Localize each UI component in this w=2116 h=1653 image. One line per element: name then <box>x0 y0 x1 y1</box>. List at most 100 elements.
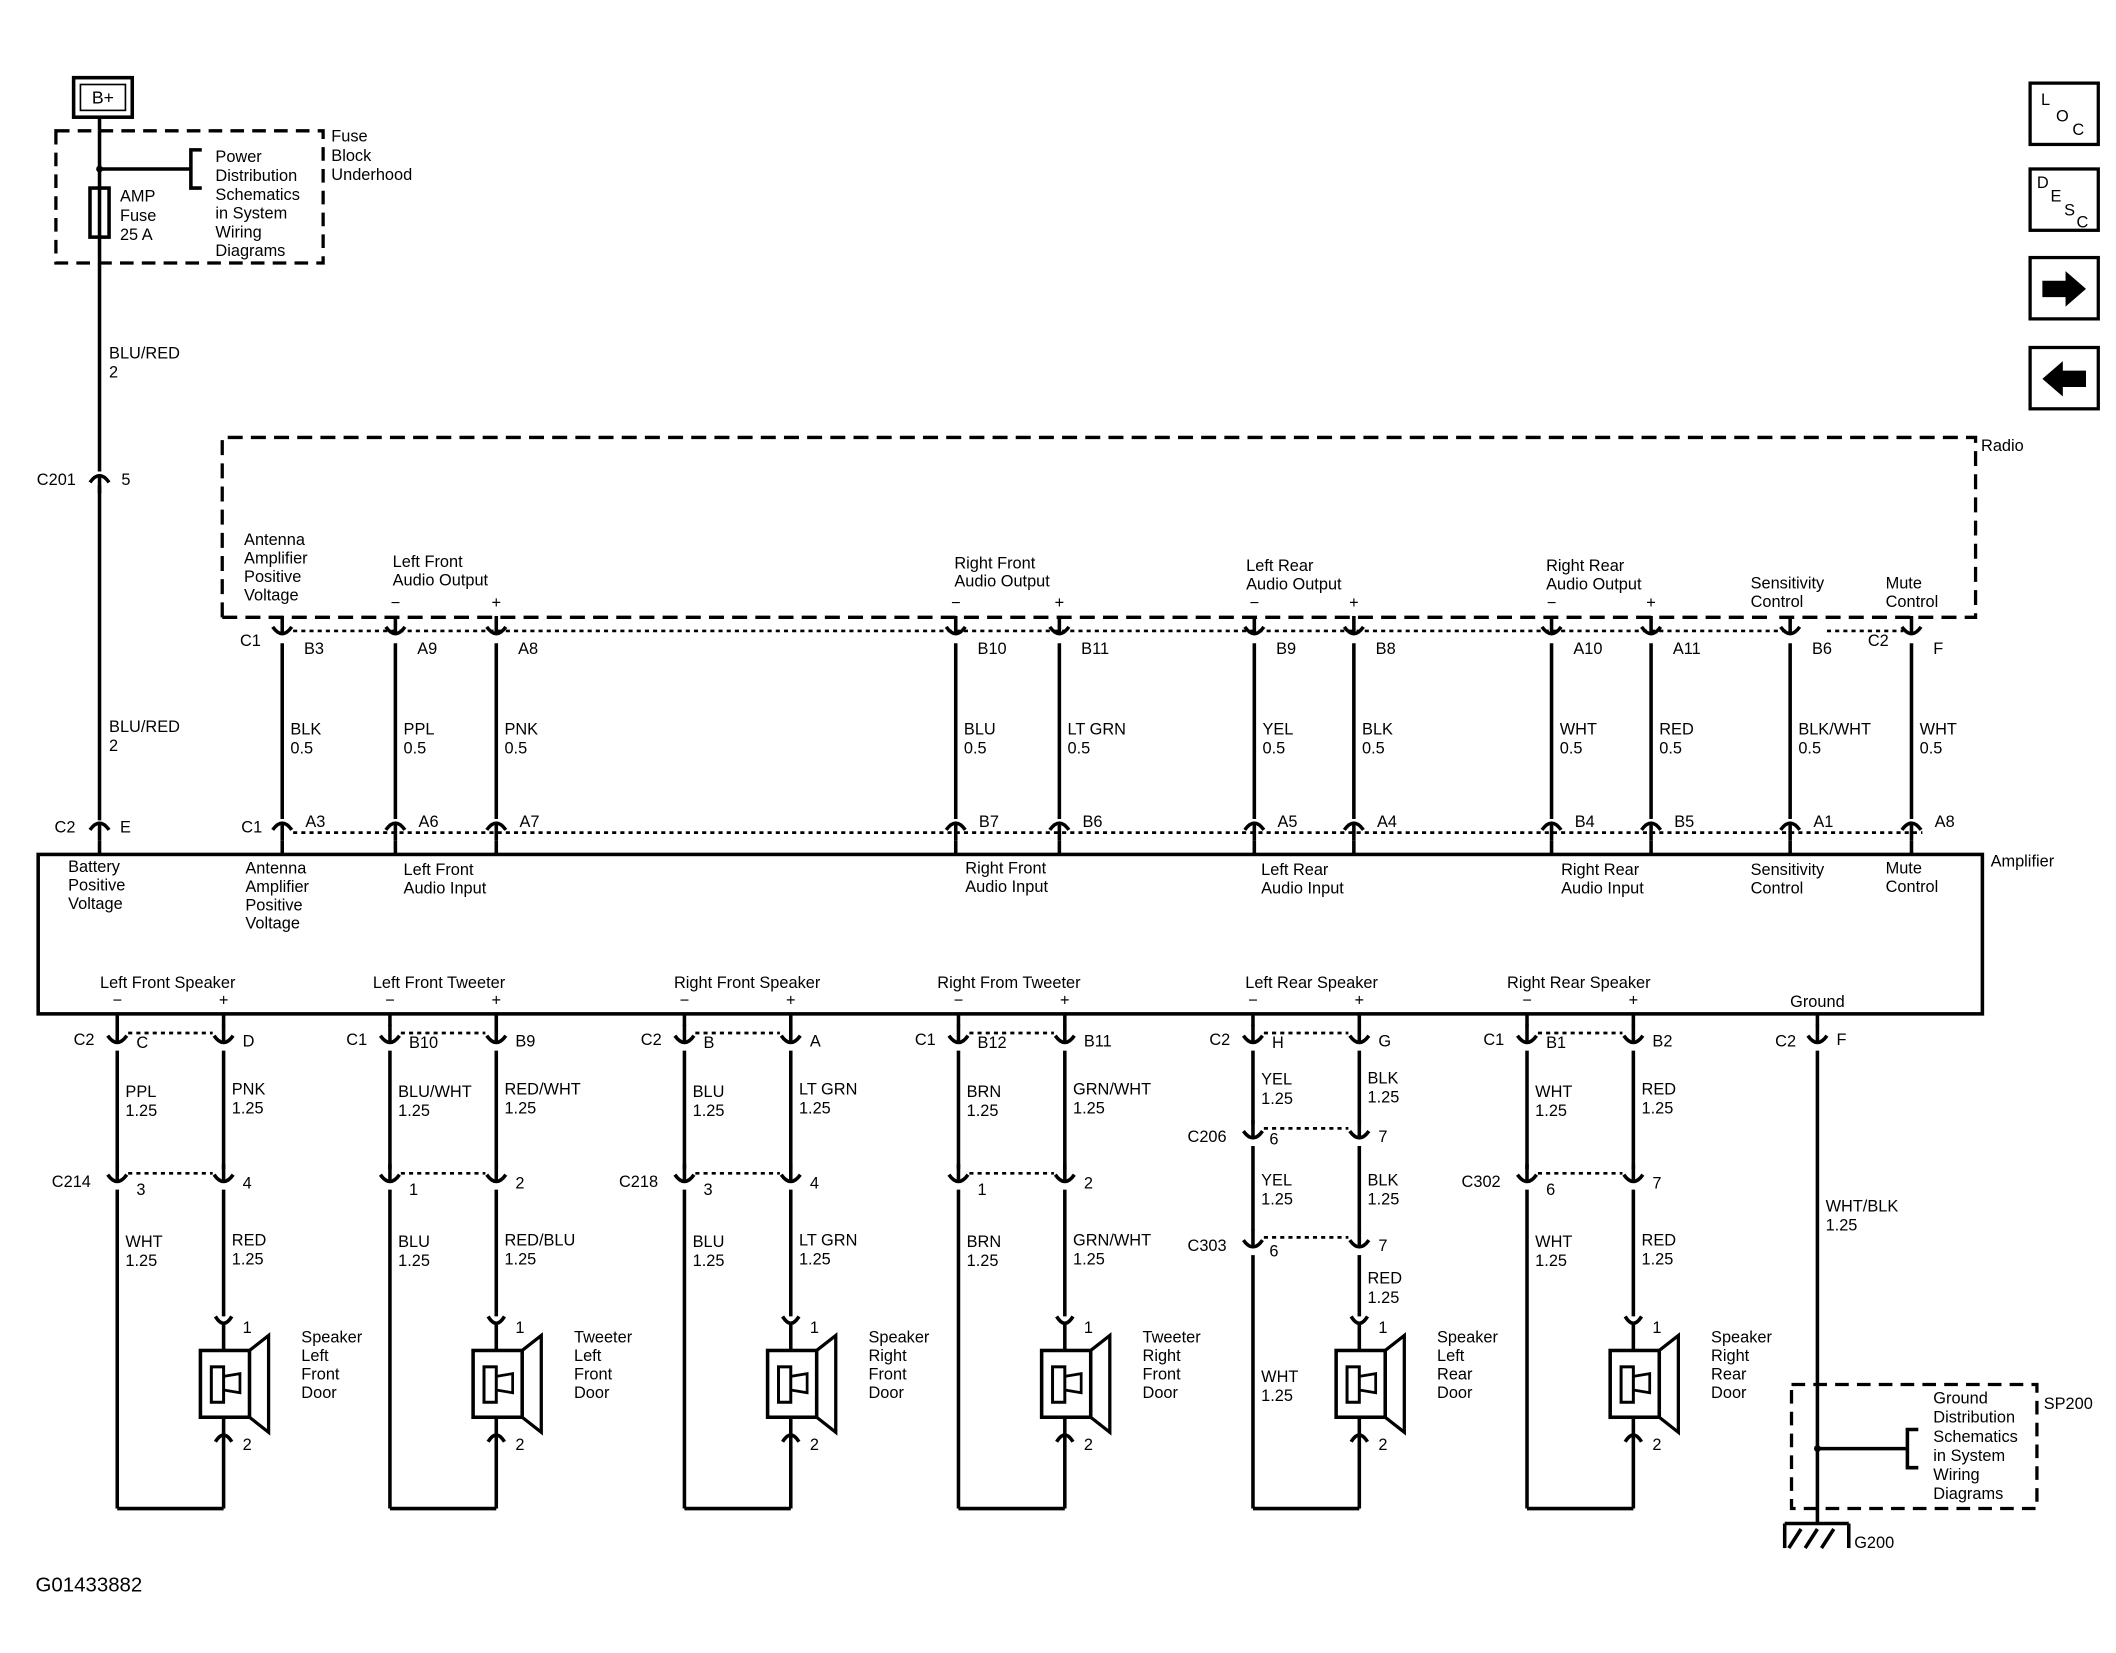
speaker-terminal-2 <box>1055 1433 1075 1443</box>
amp-battery-input-label-line: Positive <box>68 877 125 895</box>
radio-antenna-label-line: Amplifier <box>244 549 308 567</box>
speaker-wire-upper-label-line: RED <box>1642 1080 1677 1098</box>
amp-output-plus: + <box>786 992 796 1010</box>
speaker-wire-lower-label-line: WHT <box>1535 1233 1572 1251</box>
speaker-device-label-line: Door <box>1143 1384 1179 1402</box>
radio-c1-label: C1 <box>240 632 261 650</box>
speaker-wire-upper-label-line: LT GRN <box>799 1080 857 1098</box>
speaker-wire-upper-label-line: PNK <box>232 1080 266 1098</box>
c201-pin: 5 <box>121 471 130 489</box>
c206-label: C206 <box>1188 1128 1227 1146</box>
radio-pin-label: F <box>1933 640 1943 658</box>
speaker-device-label-line: Tweeter <box>574 1328 633 1346</box>
loc-button[interactable]: LOC <box>2028 81 2100 147</box>
fuse-rating-line: Fuse <box>120 207 156 225</box>
amp-output-label: Right From Tweeter <box>937 974 1081 992</box>
desc-button-frame[interactable] <box>2028 167 2100 232</box>
amp-rr-input-label-line: Right Rear <box>1561 861 1640 879</box>
radio-c2-label: C2 <box>1868 632 1889 650</box>
pd-bracket <box>189 148 202 190</box>
speaker-1-cone <box>521 1332 543 1436</box>
radio-antenna-label-line: Voltage <box>244 586 299 604</box>
speaker-device-label-line: Speaker <box>1711 1328 1772 1346</box>
speaker-wire-lower-label-line: RED/BLU <box>504 1232 575 1250</box>
c201-label: C201 <box>37 471 76 489</box>
inline-conn-pin <box>947 1173 970 1184</box>
radio-sensitivity-label-line: Control <box>1751 593 1804 611</box>
amp-antenna-input-label-line: Positive <box>245 896 302 914</box>
speaker-device-label-line: Speaker <box>868 1328 929 1346</box>
radio-rf-output-label-line: Audio Output <box>954 573 1050 591</box>
speaker-terminal-2 <box>1623 1433 1644 1443</box>
loc-letter: O <box>2056 107 2069 125</box>
speaker-conn-pin-label: H <box>1272 1034 1284 1052</box>
radio-pin-label: A10 <box>1573 640 1602 658</box>
desc-letter: S <box>2064 201 2075 219</box>
radio-rf-plus: + <box>1055 594 1065 612</box>
speaker-wire-upper-label-line: 1.25 <box>504 1099 536 1117</box>
speaker-wire-lower-label-line: 1.25 <box>1261 1387 1293 1405</box>
speaker-wire-lower-label-line: 1.25 <box>799 1251 831 1269</box>
speaker-wire-lower-label-line: 1.25 <box>125 1252 157 1270</box>
radio-amp-wire-label-line: 0.5 <box>1362 740 1385 758</box>
speaker-wire-lower-label-line: LT GRN <box>799 1232 857 1250</box>
inline-conn-pin <box>1516 1173 1539 1184</box>
radio-amp-wire-label-line: 0.5 <box>504 740 527 758</box>
radio-label: Radio <box>1981 437 2024 455</box>
loc-button-frame[interactable] <box>2028 81 2100 147</box>
pd-note-line: Distribution <box>215 167 297 185</box>
amp-pin-label: A4 <box>1377 813 1397 831</box>
speaker-wire-upper-label-line: 1.25 <box>125 1102 157 1120</box>
speaker-device-label-line: Front <box>868 1365 907 1383</box>
speaker-5-coil <box>1619 1365 1635 1404</box>
back-button[interactable] <box>2028 345 2100 411</box>
c303-pin <box>1241 1239 1264 1249</box>
fuse-block-label-line: Fuse <box>331 128 367 146</box>
speaker-wire-upper-label-line: 1.25 <box>1073 1099 1105 1117</box>
speaker-4-coil <box>1345 1365 1361 1404</box>
fuse-rating-line: AMP <box>120 188 156 206</box>
amp-antenna-input-label-line: Antenna <box>245 860 307 878</box>
amp-pin-label: A5 <box>1278 813 1298 831</box>
radio-pin-label: B10 <box>978 640 1007 658</box>
speaker-wire-lower-label-line: 1.25 <box>398 1252 430 1270</box>
speaker-device-label-line: Left <box>301 1347 329 1365</box>
radio-amp-wire-label-line: 0.5 <box>964 740 987 758</box>
radio-lr-plus: + <box>1349 594 1359 612</box>
speaker-wire-upper-label-line: 1.25 <box>398 1102 430 1120</box>
amp-output-plus: + <box>1629 992 1639 1010</box>
amp-lr-input-label-line: Audio Input <box>1261 879 1344 897</box>
forward-button[interactable] <box>2028 255 2100 321</box>
radio-amp-wire-label-line: 0.5 <box>290 740 313 758</box>
speaker-conn-pin-label: B12 <box>978 1034 1007 1052</box>
speaker-wire-upper-label-line: BLU/WHT <box>398 1083 472 1101</box>
radio-antenna-label-line: Antenna <box>244 531 306 549</box>
speaker-wire-upper-label-line: 1.25 <box>693 1102 725 1120</box>
battery-box <box>71 75 135 119</box>
ground-hatch <box>1820 1528 1836 1550</box>
inline-conn-pin <box>212 1173 235 1184</box>
amp-output-minus: − <box>112 992 122 1010</box>
speaker-terminal-2 <box>486 1433 506 1443</box>
